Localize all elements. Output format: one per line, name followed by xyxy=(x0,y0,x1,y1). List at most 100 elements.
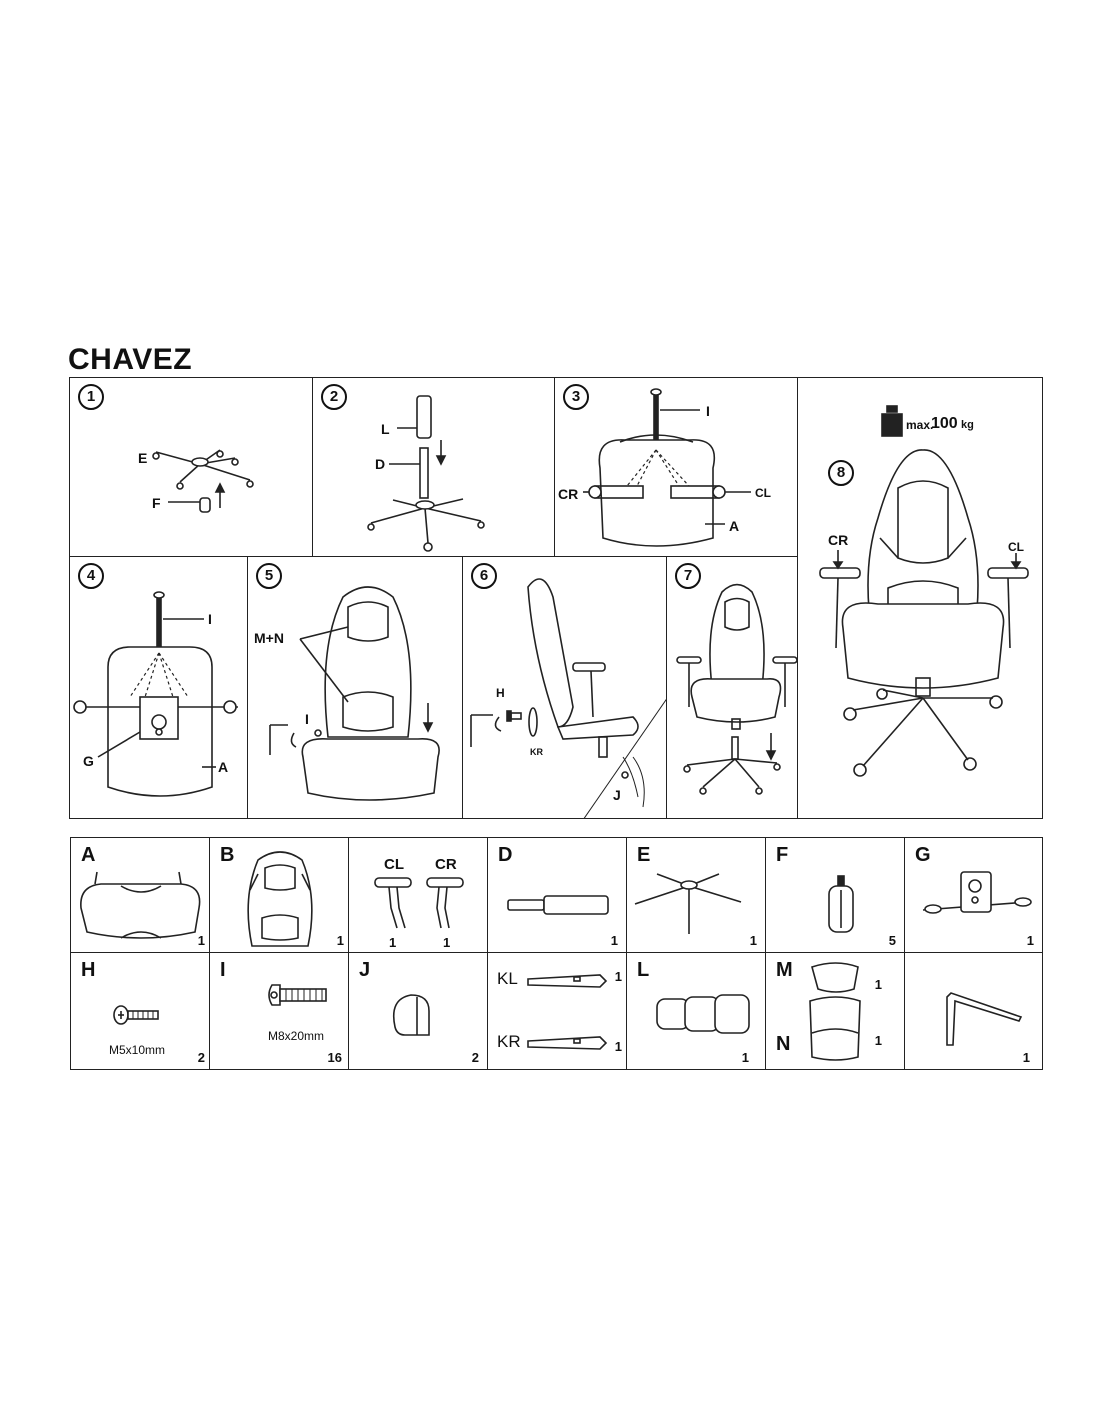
bolt-m8-drawing xyxy=(268,984,327,1006)
step-number: 6 xyxy=(471,563,497,589)
part-label-mn: M+N xyxy=(254,630,284,646)
weight-icon xyxy=(881,405,903,437)
part-label-cl: CL xyxy=(1008,540,1024,554)
weight-value: 100 xyxy=(931,415,958,432)
part-quantity-cl: 1 xyxy=(389,935,397,950)
part-quantity-n: 1 xyxy=(874,1033,882,1048)
step-4-panel: 4 I G A xyxy=(69,556,248,819)
part-label: B xyxy=(220,844,235,866)
step-number: 2 xyxy=(321,384,347,410)
part-i-panel: I M8x20mm 16 xyxy=(209,952,349,1070)
part-quantity: 1 xyxy=(1026,933,1034,948)
pillows-part-drawing xyxy=(809,962,861,1061)
part-label: G xyxy=(915,844,931,866)
part-label-i: I xyxy=(305,711,309,727)
part-quantity: 1 xyxy=(741,1050,749,1065)
part-label-l: L xyxy=(381,421,390,437)
part-label-cr: CR xyxy=(558,486,579,502)
backrest-illustration xyxy=(269,586,440,801)
part-label-kr: KR xyxy=(530,747,543,757)
part-label-cr: CR xyxy=(435,856,457,873)
part-label-g: G xyxy=(83,753,94,769)
part-h-panel: H M5x10mm 2 xyxy=(70,952,210,1070)
part-label: L xyxy=(637,959,650,981)
part-j-panel: J 2 xyxy=(348,952,488,1070)
part-armrests-panel: CL CR 1 1 xyxy=(348,837,488,953)
part-size: M8x20mm xyxy=(268,1029,325,1043)
part-quantity: 16 xyxy=(327,1050,342,1065)
part-b-panel: B 1 xyxy=(209,837,349,953)
cap-part-drawing xyxy=(392,994,430,1036)
part-quantity-cr: 1 xyxy=(443,935,451,950)
part-quantity: 5 xyxy=(888,933,896,948)
part-label: I xyxy=(220,959,226,981)
seat-armrest-illustration xyxy=(583,388,751,547)
part-quantity: 2 xyxy=(471,1050,479,1065)
part-quantity: 1 xyxy=(749,933,757,948)
weight-prefix: max. xyxy=(906,418,934,432)
part-quantity: 1 xyxy=(336,933,344,948)
part-quantity-kr: 1 xyxy=(614,1039,622,1054)
caster-part-drawing xyxy=(828,875,854,933)
part-label-e: E xyxy=(138,450,148,466)
part-label-i: I xyxy=(208,611,212,627)
part-quantity-kl: 1 xyxy=(614,969,622,984)
step-number: 8 xyxy=(828,460,854,486)
mechanism-illustration xyxy=(73,591,238,797)
step-6-panel: 6 H KR J xyxy=(462,556,667,819)
part-label-cl: CL xyxy=(384,856,404,873)
part-label: E xyxy=(637,844,651,866)
part-label-n: N xyxy=(776,1033,791,1055)
cylinder-cover-drawing xyxy=(656,994,750,1034)
armrest-part-drawing xyxy=(374,877,464,929)
part-label-d: D xyxy=(375,456,386,472)
assembled-chair-illustration xyxy=(819,449,1029,777)
part-quantity-m: 1 xyxy=(874,977,882,992)
part-label-m: M xyxy=(776,959,793,981)
step-number: 7 xyxy=(675,563,701,589)
part-quantity: 2 xyxy=(197,1050,205,1065)
part-size: M5x10mm xyxy=(109,1043,166,1057)
part-label-kl: KL xyxy=(497,969,518,988)
gas-lift-illustration xyxy=(367,395,485,552)
part-d-panel: D 1 xyxy=(487,837,627,953)
weight-unit: kg xyxy=(961,419,974,431)
part-label-j: J xyxy=(613,787,621,803)
part-e-panel: E 1 xyxy=(626,837,766,953)
mechanism-part-drawing xyxy=(922,871,1032,914)
gas-lift-part-drawing xyxy=(507,895,609,915)
screw-m5-drawing xyxy=(113,1005,159,1025)
star-base-illustration xyxy=(152,449,254,513)
step-8-panel: 8 max. 100 kg CR CL xyxy=(797,377,1043,819)
part-hex-key-panel: 1 xyxy=(904,952,1043,1070)
step-5-panel: 5 M+N I xyxy=(247,556,463,819)
star-base-part-drawing xyxy=(634,873,742,934)
step-number: 3 xyxy=(563,384,589,410)
part-label: A xyxy=(81,844,96,866)
part-label-i: I xyxy=(706,403,710,419)
part-quantity: 1 xyxy=(610,933,618,948)
step-number: 5 xyxy=(256,563,282,589)
part-m-n-panel: M N 1 1 xyxy=(765,952,905,1070)
part-label: D xyxy=(498,844,513,866)
cover-parts-drawing xyxy=(527,974,608,1050)
step-number: 4 xyxy=(78,563,104,589)
part-label-a: A xyxy=(218,759,229,775)
part-l-panel: L 1 xyxy=(626,952,766,1070)
part-label: F xyxy=(776,844,789,866)
step-3-panel: 3 I CR CL A xyxy=(554,377,798,557)
step-number: 1 xyxy=(78,384,104,410)
side-view-illustration xyxy=(470,578,666,818)
part-f-panel: F 5 xyxy=(765,837,905,953)
part-g-panel: G 1 xyxy=(904,837,1043,953)
step-2-panel: 2 L D xyxy=(312,377,555,557)
part-label-cr: CR xyxy=(828,532,849,548)
step-1-panel: 1 E F xyxy=(69,377,313,557)
chair-onto-base-illustration xyxy=(676,583,797,795)
part-label-kr: KR xyxy=(497,1032,521,1051)
seat-part-drawing xyxy=(80,871,201,939)
part-kl-kr-panel: KL KR 1 1 xyxy=(487,952,627,1070)
part-label-cl: CL xyxy=(755,486,771,500)
part-label-h: H xyxy=(496,686,505,700)
step-7-panel: 7 xyxy=(666,556,798,819)
